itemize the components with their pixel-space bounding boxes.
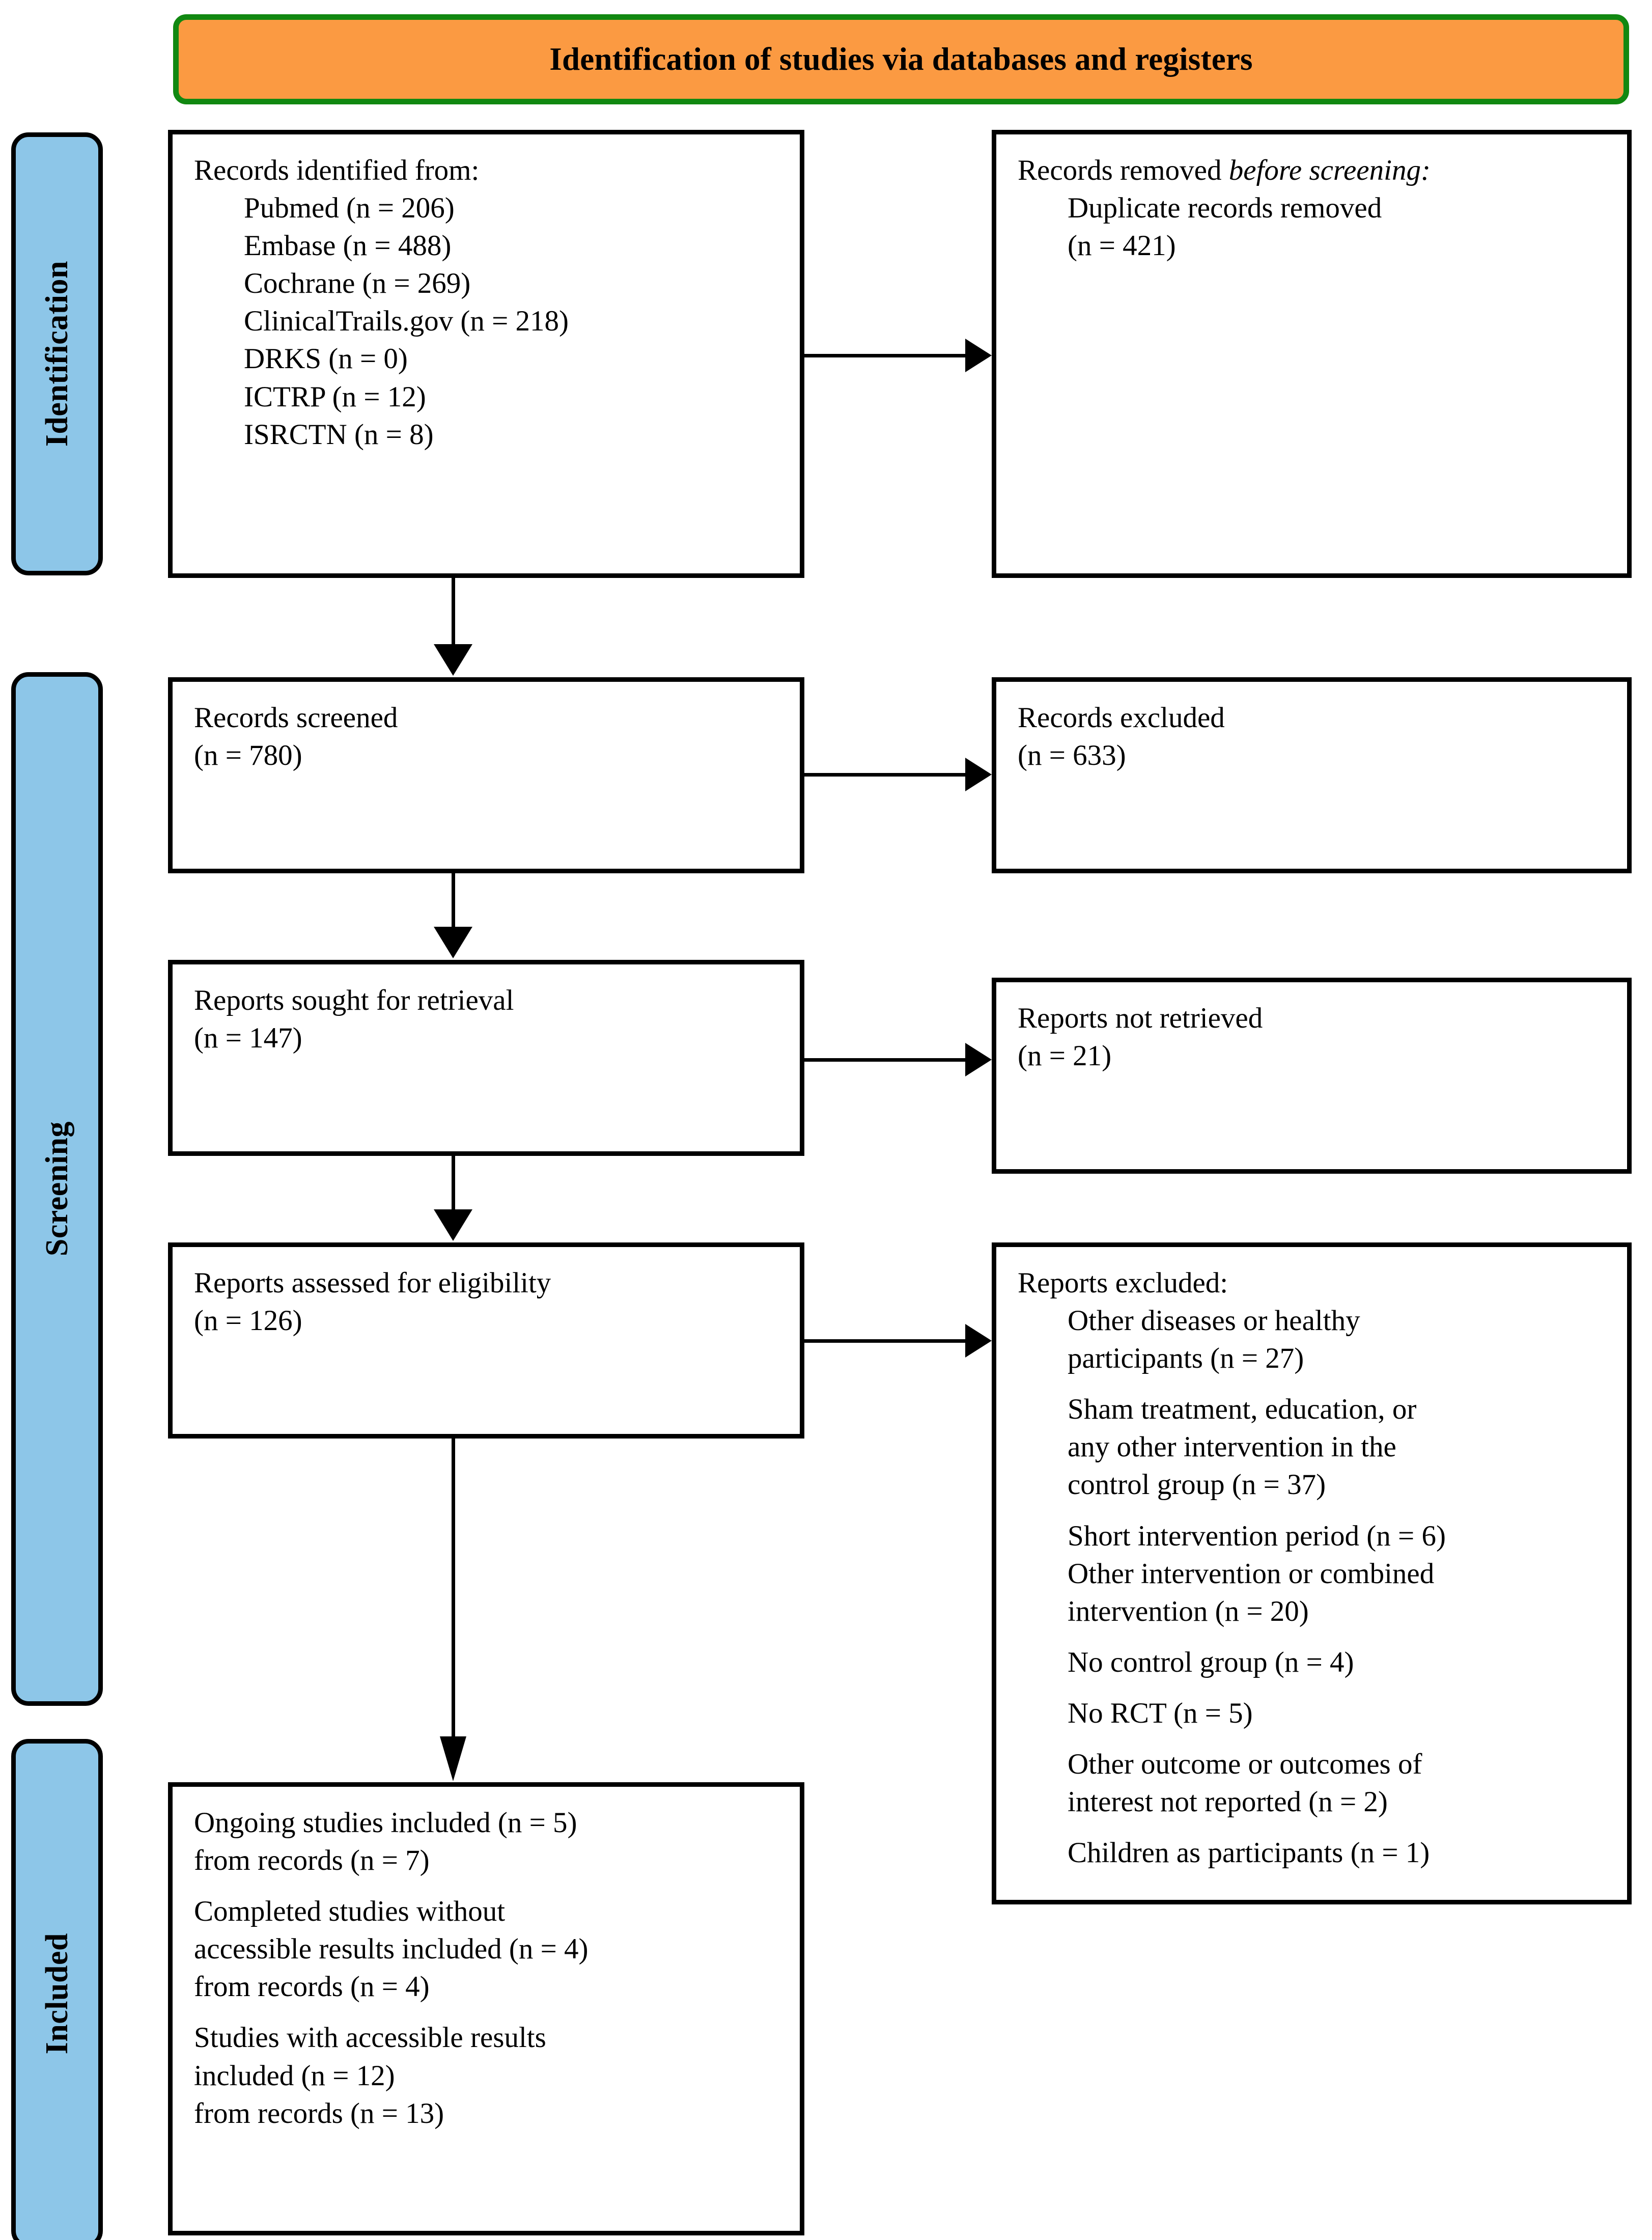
records-removed-heading-plain: Records removed [1018, 154, 1229, 186]
phase-label-screening: Screening [11, 672, 103, 1706]
duplicate-records-removed-count: (n = 421) [1068, 230, 1176, 262]
box-reports-excluded: Reports excluded: Other diseases or heal… [992, 1242, 1632, 1904]
arrow-screened-to-excluded-line [804, 773, 966, 777]
records-removed-heading-italic: before screening [1228, 154, 1421, 186]
box-records-identified: Records identified from: Pubmed (n = 206… [168, 130, 804, 578]
source-drks: DRKS (n = 0) [244, 343, 408, 375]
arrow-assessed-to-repexcluded-line [804, 1339, 966, 1343]
exclusion-reason-no-rct: No RCT (n = 5) [1068, 1697, 1253, 1729]
source-embase: Embase (n = 488) [244, 230, 452, 262]
box-reports-not-retrieved: Reports not retrieved (n = 21) [992, 978, 1632, 1174]
box-records-excluded: Records excluded (n = 633) [992, 677, 1632, 873]
box-reports-sought: Reports sought for retrieval (n = 147) [168, 960, 804, 1156]
exclusion-reason-other-intervention: Other intervention or combined intervent… [1068, 1557, 1435, 1627]
arrow-screened-to-sought-line [452, 873, 455, 929]
phase-label-included-text: Included [39, 1932, 74, 2055]
arrow-screened-to-excluded-head [965, 758, 992, 791]
records-excluded-count: (n = 633) [1018, 739, 1126, 772]
arrow-screened-to-sought-head [434, 927, 472, 958]
exclusion-reason-other-outcome: Other outcome or outcomes of interest no… [1068, 1748, 1422, 1818]
exclusion-reason-no-control-group: No control group (n = 4) [1068, 1646, 1354, 1678]
arrow-sought-to-assessed-head [434, 1209, 472, 1241]
arrow-sought-to-notretrieved-line [804, 1058, 966, 1062]
reports-excluded-heading: Reports excluded: [1018, 1267, 1228, 1299]
reports-not-retrieved-label: Reports not retrieved [1018, 1002, 1263, 1034]
phase-label-identification: Identification [11, 132, 103, 575]
records-identified-heading: Records identified from: [194, 154, 480, 186]
reports-sought-label: Reports sought for retrieval [194, 984, 514, 1016]
arrow-identified-to-removed-line [804, 354, 966, 357]
source-clinicaltrials: ClinicalTrails.gov (n = 218) [244, 305, 569, 338]
records-excluded-label: Records excluded [1018, 702, 1225, 734]
records-screened-count: (n = 780) [194, 739, 302, 772]
phase-label-included: Included [11, 1739, 103, 2240]
box-studies-included: Ongoing studies included (n = 5) from re… [168, 1782, 804, 2235]
exclusion-reason-sham-treatment: Sham treatment, education, or any other … [1068, 1393, 1417, 1501]
source-cochrane: Cochrane (n = 269) [244, 267, 471, 300]
arrow-assessed-to-included-head [440, 1736, 466, 1781]
arrow-assessed-to-repexcluded-head [965, 1324, 992, 1358]
records-removed-heading-colon: : [1420, 154, 1431, 186]
exclusion-reason-other-diseases: Other diseases or healthy participants (… [1068, 1305, 1360, 1375]
records-removed-heading: Records removed before screening: [1018, 152, 1610, 189]
phase-label-identification-text: Identification [39, 261, 74, 447]
arrow-identified-to-screened-line [452, 578, 455, 648]
included-with-accessible-results: Studies with accessible results included… [194, 2022, 546, 2130]
arrow-identified-to-removed-head [965, 339, 992, 372]
box-records-screened: Records screened (n = 780) [168, 677, 804, 873]
arrow-assessed-to-included-line [452, 1439, 455, 1739]
reports-not-retrieved-count: (n = 21) [1018, 1040, 1112, 1072]
reports-assessed-label: Reports assessed for eligibility [194, 1267, 551, 1299]
box-records-removed: Records removed before screening: Duplic… [992, 130, 1632, 578]
reports-sought-count: (n = 147) [194, 1022, 302, 1055]
source-isrctn: ISRCTN (n = 8) [244, 418, 434, 451]
box-reports-assessed: Reports assessed for eligibility (n = 12… [168, 1242, 804, 1439]
records-screened-label: Records screened [194, 702, 398, 734]
arrow-identified-to-screened-head [434, 644, 472, 676]
banner-title: Identification of studies via databases … [549, 41, 1253, 77]
arrow-sought-to-assessed-line [452, 1156, 455, 1212]
included-completed-without-results: Completed studies without accessible res… [194, 1895, 589, 2003]
source-ictrp: ICTRP (n = 12) [244, 380, 426, 413]
source-pubmed: Pubmed (n = 206) [244, 192, 455, 225]
included-ongoing-studies: Ongoing studies included (n = 5) from re… [194, 1807, 577, 1877]
exclusion-reason-children: Children as participants (n = 1) [1068, 1837, 1430, 1869]
reports-assessed-count: (n = 126) [194, 1305, 302, 1337]
duplicate-records-removed-label: Duplicate records removed [1068, 192, 1382, 225]
header-banner: Identification of studies via databases … [173, 14, 1629, 104]
arrow-sought-to-notretrieved-head [965, 1043, 992, 1076]
phase-label-screening-text: Screening [39, 1121, 74, 1257]
exclusion-reason-short-period: Short intervention period (n = 6) [1068, 1519, 1446, 1552]
